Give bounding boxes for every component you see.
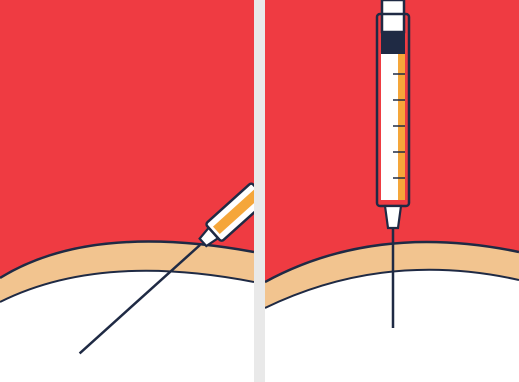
panel-divider xyxy=(254,0,265,382)
plunger-seal xyxy=(381,32,405,54)
plunger-rod xyxy=(382,0,404,32)
angled-injection-panel xyxy=(0,0,254,382)
needle-hub xyxy=(385,206,401,228)
vertical-injection-illustration xyxy=(265,0,519,382)
vertical-injection-panel xyxy=(265,0,519,382)
angled-injection-illustration xyxy=(0,0,254,382)
